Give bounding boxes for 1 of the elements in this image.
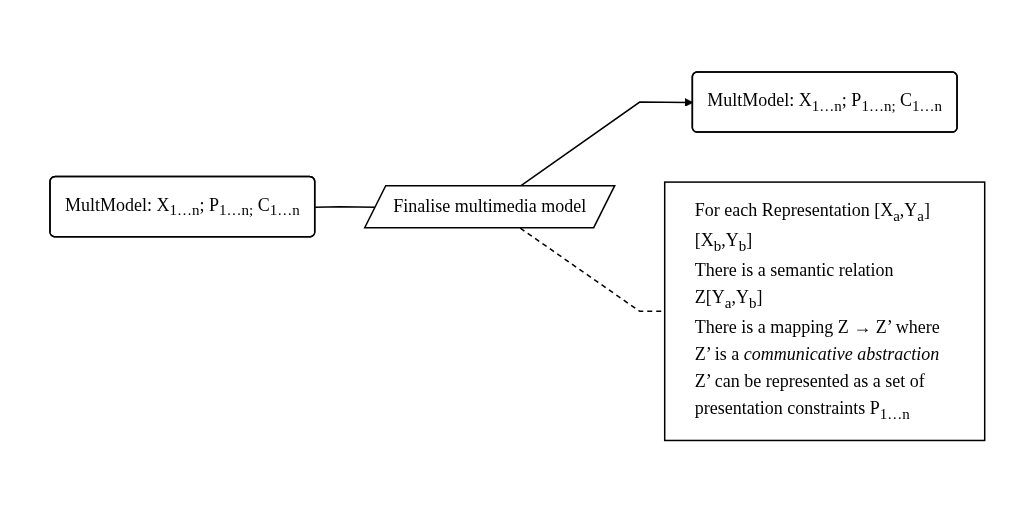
- node-box: For each Representation [X$_{a}$,Y$_{a}$][X$_{b}$,Y$_{b}$] There is a semantic relation Z[Y$_{a}$,Y$_{b}$] There is a mapping Z → Z’ where Z’ is a communicative abstraction Z’ can be represented as a set of presentation constraints P$_{1…n}$: [663, 181, 986, 441]
